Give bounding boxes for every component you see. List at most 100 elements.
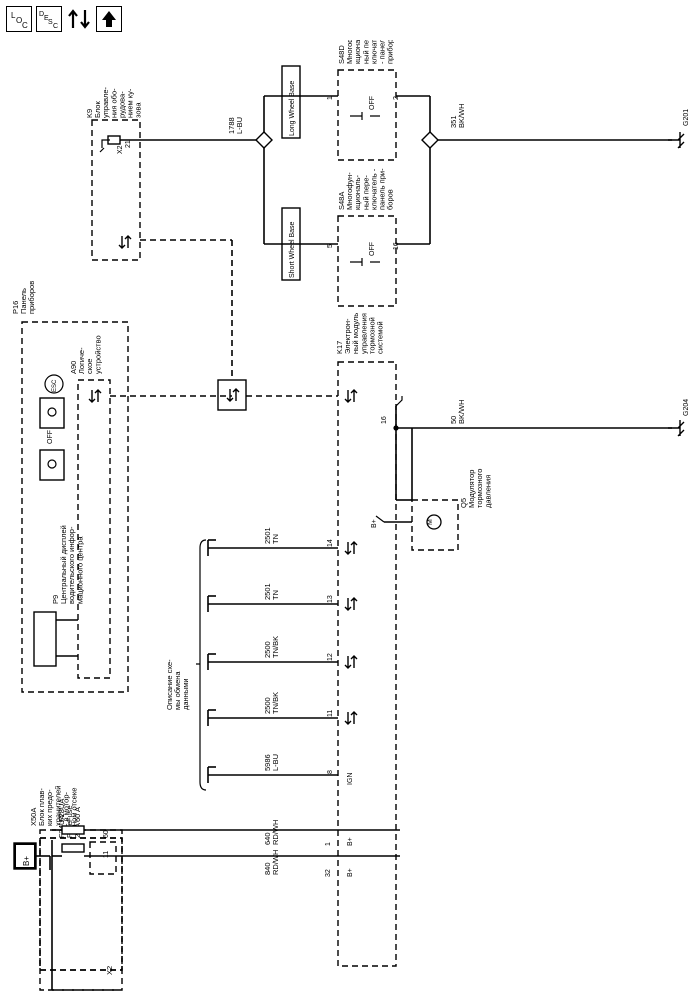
battery-box-border xyxy=(14,843,36,869)
p16-panel-box xyxy=(21,321,129,693)
data-bus-brace xyxy=(196,539,207,791)
f28ua-label: 60 A xyxy=(73,807,82,822)
ign-label: IGN xyxy=(347,773,354,785)
p9-title: Центральный дисплей xyxy=(59,525,68,604)
k9-x2-label: X2 xyxy=(117,145,124,154)
desc-button[interactable]: D E S C xyxy=(36,6,62,32)
a90-comm-arrows xyxy=(88,389,102,403)
esc-icon xyxy=(44,374,64,394)
p9-title: P9 xyxy=(51,595,60,604)
loc-button[interactable]: L O C xyxy=(6,6,32,32)
fuse-f28ua-body xyxy=(61,825,85,835)
k17-title: ный модуль xyxy=(351,313,360,354)
data-line-label-3: 2501 xyxy=(263,583,272,600)
data-line-pin-1: 11 xyxy=(327,710,334,717)
p16-title: приборов xyxy=(27,281,36,314)
data-line-label-0: L-BU xyxy=(271,754,280,771)
comm-desc-label: Описание схе- xyxy=(165,659,174,710)
x50a-title: ном отсеке xyxy=(70,788,79,826)
data-line-comm-3 xyxy=(344,597,358,611)
f28ua-label: Fuse xyxy=(65,805,74,822)
k9-title: рудова- xyxy=(117,91,126,118)
k9-title: зова xyxy=(134,102,143,118)
s48a-title: S48A xyxy=(337,192,346,210)
q5-title: давления xyxy=(483,475,492,508)
k9-title: Блок xyxy=(93,101,102,118)
swap-signal-button[interactable] xyxy=(66,6,92,32)
s48a-title: ключатель - xyxy=(369,168,378,210)
svg-text:C: C xyxy=(22,21,28,30)
data-line-label-2: TN/BK xyxy=(271,636,280,658)
gateway-arrows xyxy=(226,388,240,402)
s48d-off: OFF xyxy=(369,96,376,110)
data-line-pin-4: 14 xyxy=(327,539,334,547)
long-wb-box xyxy=(281,65,301,139)
data-line-label-0: 5986 xyxy=(263,754,272,771)
motor-icon xyxy=(426,514,442,530)
up-arrow-button[interactable] xyxy=(96,6,122,32)
ground-g201-label: G201 xyxy=(683,109,690,126)
data-line-pin-2: 12 xyxy=(327,653,334,661)
pin-s48a-16: 16 xyxy=(393,242,400,250)
data-line-comm-2 xyxy=(344,655,358,669)
p9-display xyxy=(33,611,57,667)
x50a-title: хранителей xyxy=(53,786,62,826)
battery-label: B+ xyxy=(22,856,31,866)
s48d-title: приборов xyxy=(386,40,395,64)
k9-title: K9 xyxy=(85,109,94,118)
s48a-off: OFF xyxy=(369,242,376,256)
q5-bplus-label: B+ xyxy=(371,519,378,528)
s48a-title: боров xyxy=(386,189,395,210)
data-line-label-4: TN xyxy=(271,534,280,544)
short-wb-label: Short Wheel Base xyxy=(289,221,296,278)
a90-title: A90 xyxy=(69,361,78,374)
wire-840-label: RD/WH xyxy=(271,850,280,875)
pin-s48a-5: 5 xyxy=(327,244,334,248)
k9-title: нием ку- xyxy=(126,88,135,118)
comm-desc-label: данными xyxy=(181,678,190,710)
x50a-title: X50A xyxy=(29,808,38,826)
long-wb-label: Long Wheel Base xyxy=(289,81,296,136)
s48a-contact xyxy=(350,258,380,266)
wire-640-label: 640 xyxy=(263,832,272,845)
ground-g204-label: G204 xyxy=(683,399,690,416)
s48d-contact xyxy=(350,112,380,120)
svg-text:D: D xyxy=(39,11,44,18)
k17-switch xyxy=(395,396,403,407)
q5-bplus-switch xyxy=(375,515,385,523)
data-line-comm-1 xyxy=(344,711,358,725)
indicator-1-box xyxy=(39,449,65,481)
indicator-2-icon xyxy=(47,407,57,417)
wire-351-label: 351 xyxy=(449,115,458,128)
x2-connector-box xyxy=(89,841,117,875)
splice-351 xyxy=(421,131,439,149)
k9-title: ния обо- xyxy=(109,88,118,118)
ground-g204 xyxy=(668,420,685,437)
k9-title: управле- xyxy=(101,86,110,118)
pin-s48d-2: 2 xyxy=(393,96,400,100)
wire-50-label: 50 xyxy=(449,416,458,424)
gateway-box xyxy=(217,379,247,411)
k17-title: тормозной xyxy=(367,317,376,354)
s48d-title: ключатель 2 xyxy=(369,40,378,64)
q5-title: тормозного xyxy=(475,469,484,508)
s48d-title: S48D xyxy=(337,45,346,64)
data-line-comm-4 xyxy=(344,541,358,555)
f28ua-label: F28UA xyxy=(57,799,66,822)
k9-comm-arrows xyxy=(118,235,132,249)
a90-box xyxy=(77,379,111,679)
s48d-title: - панель xyxy=(378,40,387,64)
data-line-label-2: 2500 xyxy=(263,641,272,658)
pin-s48d-1: 1 xyxy=(327,96,334,100)
s48d-title: кциональ- xyxy=(353,40,362,64)
short-wb-box xyxy=(281,207,301,281)
wire-640-label: RD/WH xyxy=(271,820,280,845)
k17-title: Электрон- xyxy=(343,318,352,354)
pin-16: 16 xyxy=(381,416,388,424)
data-line-label-1: TN/BK xyxy=(271,692,280,714)
svg-text:L: L xyxy=(11,11,16,20)
svg-text:O: O xyxy=(16,16,22,25)
wire-1788-label: 1788 xyxy=(227,117,236,134)
